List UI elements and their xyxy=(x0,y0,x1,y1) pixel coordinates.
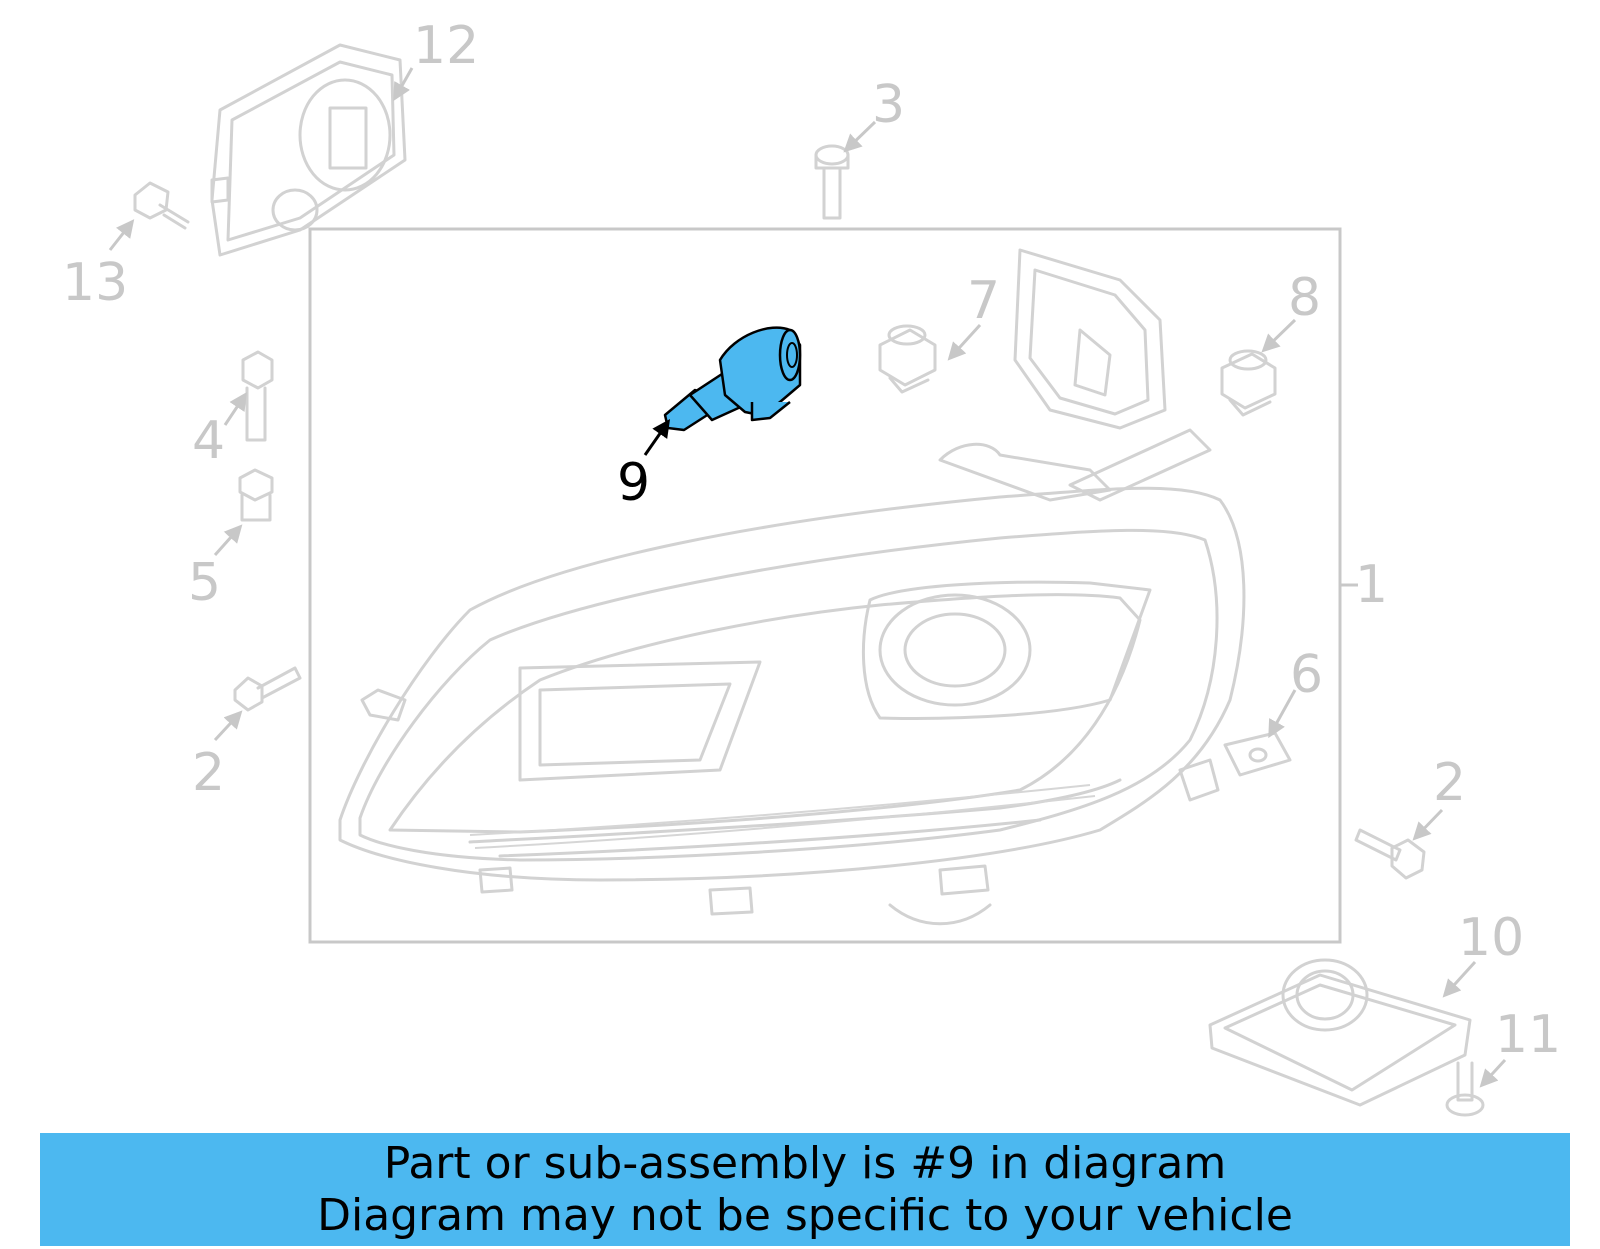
callout-6: 6 xyxy=(1290,645,1323,705)
part-13-bolt xyxy=(133,181,190,230)
callout-11: 11 xyxy=(1495,1005,1561,1065)
part-3-screw xyxy=(814,144,850,220)
callout-7: 7 xyxy=(967,271,1000,331)
callout-13: 13 xyxy=(62,253,128,313)
part-5-grommet xyxy=(238,468,274,522)
headlamp-assembly xyxy=(338,428,1246,926)
footer-banner: Part or sub-assembly is #9 in diagram Di… xyxy=(40,1133,1570,1246)
callout-5: 5 xyxy=(188,553,221,613)
callout-2-right: 2 xyxy=(1433,753,1466,813)
callout-12: 12 xyxy=(413,16,479,76)
callout-1: 1 xyxy=(1355,555,1388,615)
drl-honeycomb-strip xyxy=(469,784,1096,849)
callout-8: 8 xyxy=(1288,268,1321,328)
part-7-clip xyxy=(878,324,937,394)
callout-2-left: 2 xyxy=(192,743,225,803)
part-6-bracket xyxy=(1223,731,1292,777)
part-11-screw xyxy=(1445,1061,1485,1117)
part-2-screw-right xyxy=(1354,828,1426,880)
part-12-control-module xyxy=(210,43,407,257)
callout-10: 10 xyxy=(1458,908,1524,968)
callout-4: 4 xyxy=(192,411,225,471)
headlamp-rear-cover xyxy=(1013,248,1167,430)
footer-line-2: Diagram may not be specific to your vehi… xyxy=(317,1189,1293,1241)
part-8-clip xyxy=(1220,349,1277,417)
footer-line-1: Part or sub-assembly is #9 in diagram xyxy=(383,1137,1227,1189)
callout-9: 9 xyxy=(617,453,650,513)
part-2-screw-left xyxy=(233,666,302,712)
callout-3: 3 xyxy=(872,75,905,135)
assembly-frame xyxy=(308,227,1342,944)
part-9-bulb-socket xyxy=(663,326,802,432)
part-10-ballast xyxy=(1208,958,1472,1107)
part-4-bolt xyxy=(241,350,274,442)
